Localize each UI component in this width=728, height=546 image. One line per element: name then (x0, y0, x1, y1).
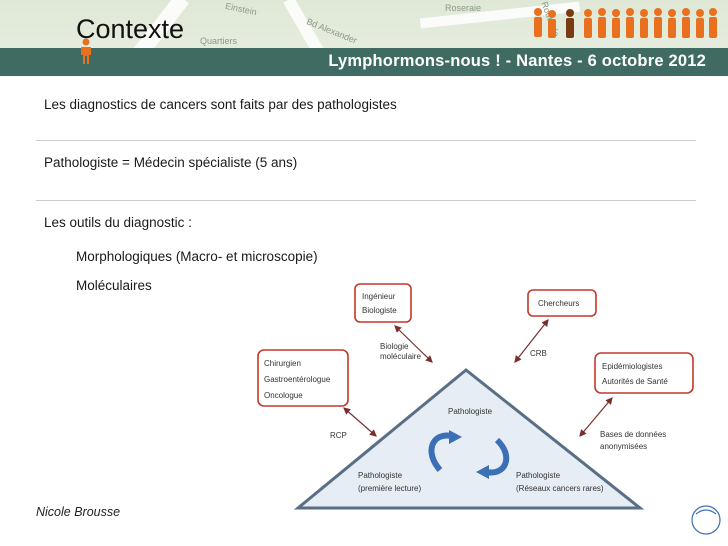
label-biologie: Biologie (380, 342, 409, 351)
person-icon (81, 38, 91, 64)
box-label: Biologiste (362, 306, 397, 315)
label-right-corner: (Réseaux cancers rares) (516, 484, 604, 493)
label-rcp: RCP (330, 431, 347, 440)
body-line: Pathologiste = Médecin spécialiste (5 an… (44, 155, 298, 170)
box-label: Chercheurs (538, 299, 579, 308)
box-label: Autorités de Santé (602, 377, 668, 386)
cycle-arrow-left-icon (449, 430, 462, 444)
label-left-corner: Pathologiste (358, 471, 403, 480)
body-line: Les diagnostics de cancers sont faits pa… (44, 97, 397, 112)
box-label: Epidémiologistes (602, 362, 662, 371)
map-label: Roseraie (445, 3, 482, 13)
body-line: Moléculaires (76, 278, 152, 293)
slide-title: Contexte (76, 14, 185, 44)
box-ingenieur (354, 283, 412, 323)
label-crb: CRB (530, 349, 547, 358)
arrow-biologie (394, 325, 433, 363)
box-epidemiologistes (594, 352, 694, 394)
header-banner: Roseraie Einstein Bd Alexander Quartiers… (0, 0, 728, 76)
banner-bar (0, 48, 728, 76)
banner-title: Lymphormons-nous ! - Nantes - 6 octobre … (328, 52, 706, 70)
divider (36, 140, 696, 141)
body-line: Les outils du diagnostic : (44, 215, 192, 230)
arrow-crb (514, 319, 549, 363)
logo-icon (695, 509, 717, 515)
divider (36, 200, 696, 201)
arrow-rcp (343, 407, 377, 437)
label-left-corner: (première lecture) (358, 484, 421, 493)
crowd-icon (534, 8, 717, 38)
label-bases: anonymisées (600, 442, 647, 451)
body-line: Morphologiques (Macro- et microscopie) (76, 249, 318, 264)
cycle-arrow-right-icon (485, 437, 510, 476)
label-right-corner: Pathologiste (516, 471, 561, 480)
box-label: Oncologue (264, 391, 303, 400)
triangle-shape (293, 368, 645, 510)
box-chirurgien (257, 349, 349, 407)
logo-icon (691, 505, 721, 535)
label-apex: Pathologiste (448, 407, 493, 416)
map-label: Quartiers (200, 36, 238, 46)
cycle-arrow-left-icon (428, 432, 453, 472)
box-label: Gastroentérologue (264, 375, 331, 384)
label-bases: Bases de données (600, 430, 666, 439)
author-name: Nicole Brousse (36, 505, 121, 519)
label-biologie: moléculaire (380, 352, 421, 361)
box-chercheurs (527, 289, 597, 317)
box-label: Ingénieur (362, 292, 396, 301)
cycle-arrow-right-icon (476, 465, 489, 479)
arrow-bases (579, 397, 613, 437)
box-label: Chirurgien (264, 359, 301, 368)
